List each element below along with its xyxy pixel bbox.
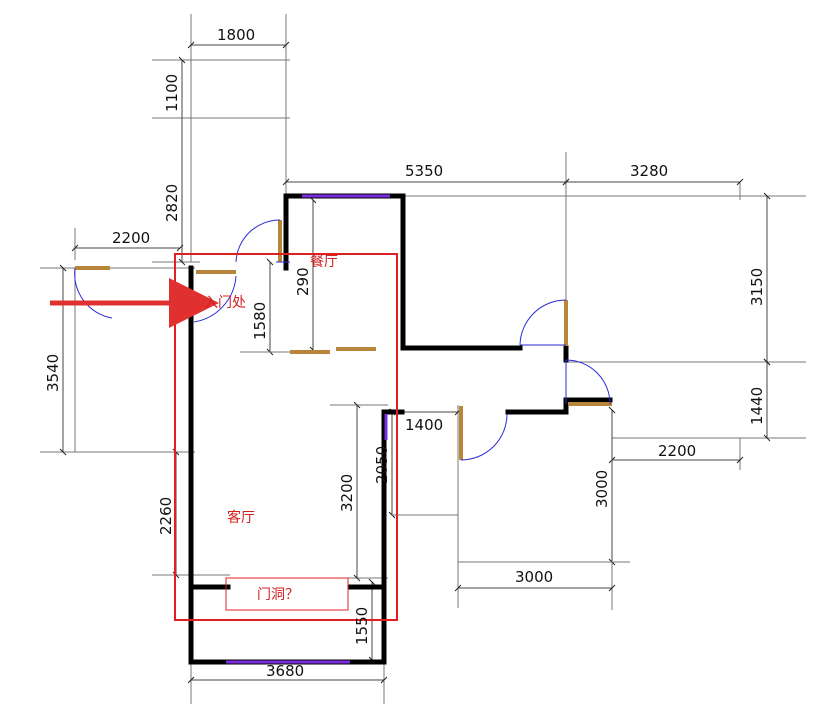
- entrance-label: 入门处: [204, 295, 246, 311]
- walls: [188, 193, 613, 665]
- annotation-box: [174, 253, 398, 621]
- dim-2200-left: 2200: [112, 229, 150, 247]
- dim-1440: 1440: [748, 387, 766, 425]
- dim-3000-horizontal: 3000: [515, 568, 553, 586]
- dim-3000-vertical: 3000: [593, 470, 611, 508]
- dim-1400: 1400: [405, 416, 443, 434]
- dim-1100: 1100: [163, 74, 181, 112]
- dimension-texts: 1800 1100 2820 5350 3280 2200 3150 290 1…: [44, 26, 766, 680]
- dim-3680: 3680: [266, 662, 304, 680]
- dim-2260: 2260: [157, 497, 175, 535]
- dim-2820: 2820: [163, 184, 181, 222]
- dim-5350: 5350: [405, 162, 443, 180]
- dim-3540: 3540: [44, 354, 62, 392]
- dim-1550: 1550: [353, 607, 371, 645]
- dim-2200-right: 2200: [658, 442, 696, 460]
- annotations: [50, 253, 398, 621]
- dining-label: 餐厅: [310, 254, 338, 270]
- door-opening-box: [225, 577, 349, 611]
- dim-3150: 3150: [748, 268, 766, 306]
- dim-290: 290: [294, 267, 312, 296]
- doors: [74, 219, 612, 461]
- dim-1800: 1800: [217, 26, 255, 44]
- door-opening-label: 门洞？: [257, 587, 299, 603]
- dim-3200: 3200: [338, 474, 356, 512]
- room-labels: 餐厅 入门处 客厅 门洞？: [204, 254, 338, 603]
- dim-3280: 3280: [630, 162, 668, 180]
- dimension-lines: [40, 14, 806, 704]
- dim-2050: 2050: [373, 446, 391, 484]
- dim-1580: 1580: [251, 302, 269, 340]
- windows: [226, 194, 390, 664]
- living-room-label: 客厅: [227, 509, 255, 526]
